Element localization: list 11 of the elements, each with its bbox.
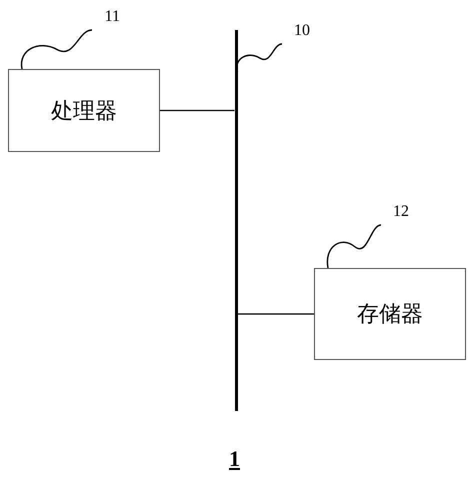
connector-line bbox=[238, 313, 314, 315]
component-box: 存储器 bbox=[314, 268, 466, 360]
connector-line bbox=[160, 110, 234, 112]
leader-line bbox=[20, 29, 92, 70]
callout-number: 10 bbox=[282, 22, 310, 44]
callout-number: 11 bbox=[92, 8, 120, 30]
figure-number: 1 bbox=[229, 446, 240, 472]
component-box: 处理器 bbox=[8, 69, 160, 152]
bus-line bbox=[234, 30, 238, 411]
callout-number: 12 bbox=[381, 203, 409, 225]
leader-line bbox=[326, 224, 382, 268]
